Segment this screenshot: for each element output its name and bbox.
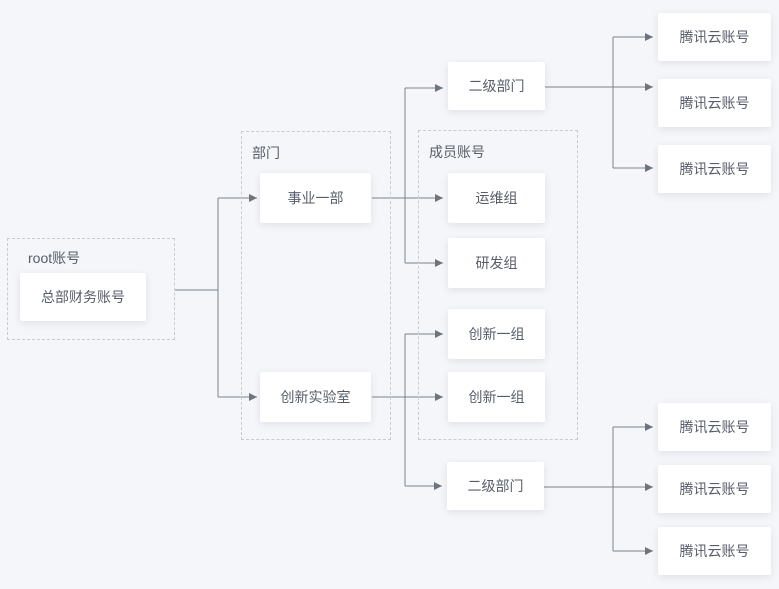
node-sub-department-bottom: 二级部门 [447,462,544,510]
node-cloud-account-top-2: 腾讯云账号 [658,79,771,127]
node-ops-group: 运维组 [448,173,545,223]
node-innovation-group-1: 创新一组 [448,309,545,359]
root-account-group: root账号 [7,238,175,340]
root-account-group-label: root账号 [28,250,81,266]
node-innovation-group-2: 创新一组 [448,372,545,422]
department-group-label: 部门 [252,145,280,161]
department-group: 部门 [241,131,391,440]
node-cloud-account-bottom-1: 腾讯云账号 [658,403,771,451]
node-dev-group: 研发组 [448,238,545,288]
member-account-group-label: 成员账号 [429,144,485,160]
node-cloud-account-top-1: 腾讯云账号 [658,13,771,61]
node-sub-department-top: 二级部门 [448,62,545,110]
node-cloud-account-bottom-2: 腾讯云账号 [658,465,771,513]
node-cloud-account-bottom-3: 腾讯云账号 [658,527,771,575]
member-account-group: 成员账号 [418,130,578,440]
node-root-finance-account: 总部财务账号 [20,273,146,321]
node-business-dept-1: 事业一部 [260,173,371,223]
node-innovation-lab: 创新实验室 [260,372,371,422]
node-cloud-account-top-3: 腾讯云账号 [658,145,771,193]
